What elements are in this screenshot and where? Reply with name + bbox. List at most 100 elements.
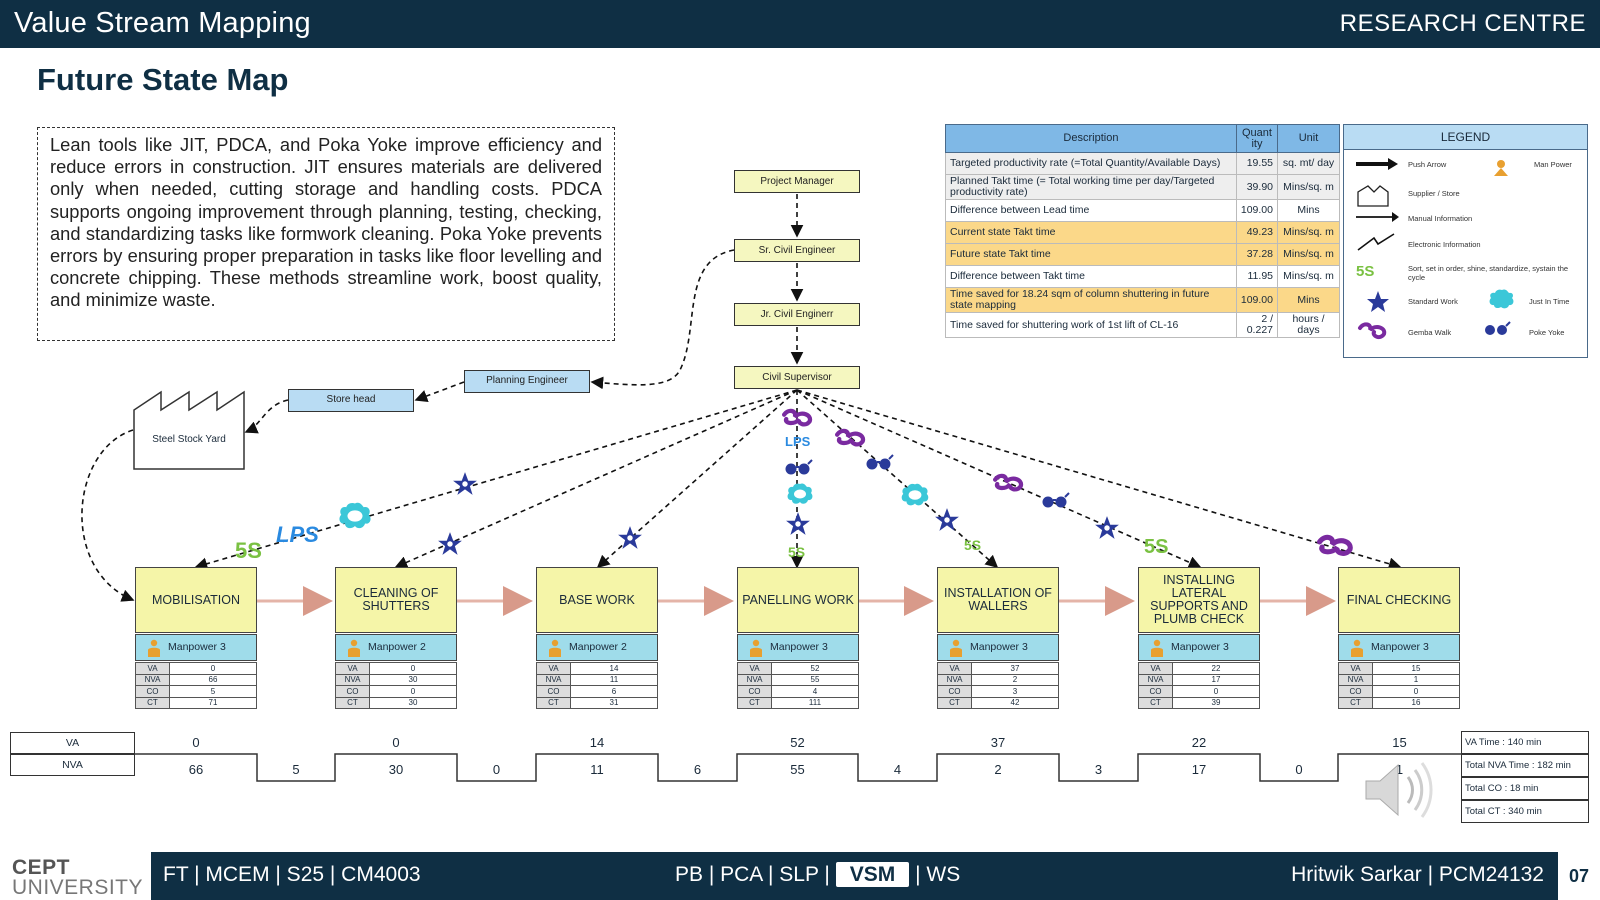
timeline-nva-value: 66 [188, 762, 204, 777]
gemba-walk-icon [1320, 537, 1351, 553]
metric-key: NVA [1338, 673, 1373, 686]
metric-value: 6 [570, 685, 658, 698]
man-power-icon [750, 639, 762, 657]
timeline-nva-value: 11 [590, 762, 604, 777]
just-in-time-icon [787, 483, 813, 504]
standard-work-icon [1095, 516, 1119, 539]
manpower-label: Manpower 3 [970, 641, 1028, 653]
metric-value: 30 [369, 673, 457, 686]
row-quantity: 37.28 [1235, 243, 1279, 266]
metric-value: 0 [169, 662, 257, 675]
metric-value: 31 [570, 696, 658, 709]
manpower-bar: Manpower 3 [135, 634, 257, 661]
timeline-va-value: 15 [1392, 735, 1407, 750]
nav-items-before[interactable]: PB | PCA | SLP | [675, 863, 836, 886]
process-box: MOBILISATION [135, 567, 257, 633]
process-box: PANELLING WORK [737, 567, 859, 633]
process-box: BASE WORK [536, 567, 658, 633]
row-quantity: 2 / 0.227 [1235, 312, 1279, 338]
metric-value: 39 [1172, 696, 1260, 709]
metric-value: 1 [1372, 673, 1460, 686]
metric-key: CT [937, 696, 972, 709]
cept-university-logo: CEPT UNIVERSITY [10, 856, 150, 900]
metric-value: 0 [1372, 685, 1460, 698]
metric-value: 17 [1172, 673, 1260, 686]
just-in-time-icon [901, 483, 929, 506]
timeline-gap-value: 0 [492, 762, 501, 777]
manpower-bar: Manpower 3 [1138, 634, 1260, 661]
row-unit: hours / days [1277, 312, 1340, 338]
five-s-icon: 5S [964, 537, 981, 553]
metric-key: CO [737, 685, 772, 698]
manpower-label: Manpower 3 [168, 641, 226, 653]
row-unit: Mins/sq. m [1277, 243, 1340, 266]
footer-bar: FT | MCEM | S25 | CM4003 PB | PCA | SLP … [151, 852, 1558, 900]
row-unit: Mins [1277, 287, 1340, 313]
timeline-va-value: 14 [589, 735, 605, 750]
metric-value: 30 [369, 696, 457, 709]
metric-key: VA [536, 662, 571, 675]
metric-key: VA [1338, 662, 1373, 675]
total-va: VA Time : 140 min [1461, 731, 1589, 754]
page-title: Future State Map [37, 62, 289, 97]
nav-items-after[interactable]: | WS [909, 863, 961, 886]
timeline-va-value: 22 [1191, 735, 1207, 750]
row-description: Current state Takt time [945, 221, 1237, 244]
five-s-icon: 5S [1144, 536, 1168, 558]
just-in-time-icon [339, 502, 371, 529]
metric-value: 0 [1172, 685, 1260, 698]
row-unit: Mins/sq. m [1277, 174, 1340, 200]
man-power-icon [549, 639, 561, 657]
manpower-bar: Manpower 3 [737, 634, 859, 661]
standard-work-icon [438, 532, 462, 555]
legend-poke-yoke: Poke Yoke [1529, 328, 1565, 337]
legend-manual-information: Manual Information [1408, 214, 1473, 223]
legend-standard-work: Standard Work [1408, 297, 1458, 306]
metric-key: CT [1138, 696, 1173, 709]
col-quantity: Quant ity [1235, 124, 1279, 153]
page-number: 07 [1568, 866, 1590, 886]
metric-key: VA [135, 662, 170, 675]
speaker-icon[interactable] [1360, 755, 1440, 825]
row-quantity: 49.23 [1235, 221, 1279, 244]
legend-icons: 5S [1356, 158, 1514, 340]
manpower-bar: Manpower 2 [536, 634, 658, 661]
course-code: FT | MCEM | S25 | CM4003 [163, 863, 421, 886]
metric-value: 4 [771, 685, 859, 698]
row-description: Difference between Takt time [945, 265, 1237, 288]
metric-value: 71 [169, 696, 257, 709]
timeline-gap-value: 0 [1295, 762, 1303, 777]
row-quantity: 109.00 [1235, 287, 1279, 313]
metric-value: 2 [971, 673, 1059, 686]
man-power-icon [348, 639, 360, 657]
metric-key: CO [1338, 685, 1373, 698]
nav-active-vsm[interactable]: VSM [835, 862, 910, 887]
metric-key: VA [1138, 662, 1173, 675]
gemba-walk-icon [837, 431, 863, 445]
metric-key: NVA [937, 673, 972, 686]
metric-key: VA [937, 662, 972, 675]
manpower-label: Manpower 2 [569, 641, 627, 653]
metric-key: CO [335, 685, 370, 698]
metric-key: CT [737, 696, 772, 709]
process-box: INSTALLING LATERAL SUPPORTS AND PLUMB CH… [1138, 567, 1260, 633]
